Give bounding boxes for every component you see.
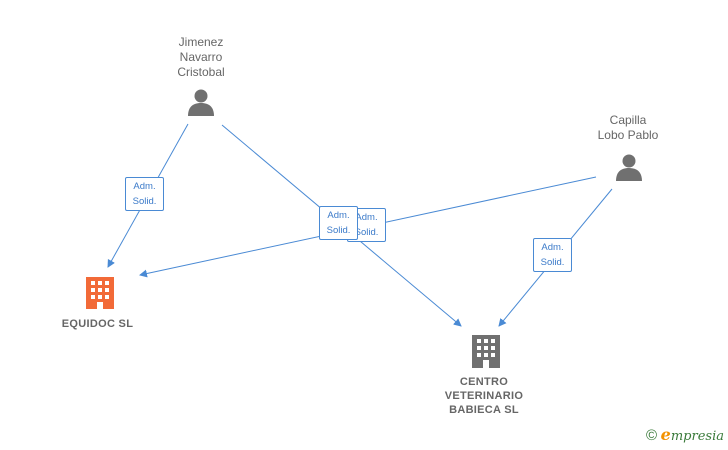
- building-icon[interactable]: [86, 277, 114, 309]
- brand-logo: © empresia: [646, 425, 724, 444]
- company-name: EQUIDOC SL: [61, 318, 134, 330]
- company-name: CENTRO VETERINARIO BABIECA SL: [444, 376, 524, 416]
- building-icon[interactable]: [472, 335, 500, 368]
- person-icon[interactable]: [616, 154, 642, 182]
- copyright-icon: ©: [645, 427, 658, 444]
- person-name: Capilla Lobo Pablo: [597, 113, 659, 142]
- edge-label: Adm. Solid.: [533, 238, 572, 272]
- edge-label: Adm. Solid.: [319, 206, 358, 240]
- edge-label: Adm. Solid.: [125, 177, 164, 211]
- brand-e: e: [660, 425, 671, 444]
- person-icon[interactable]: [188, 89, 214, 117]
- brand-text: mpresia: [670, 429, 724, 444]
- person-name: Jimenez Navarro Cristobal: [177, 35, 225, 79]
